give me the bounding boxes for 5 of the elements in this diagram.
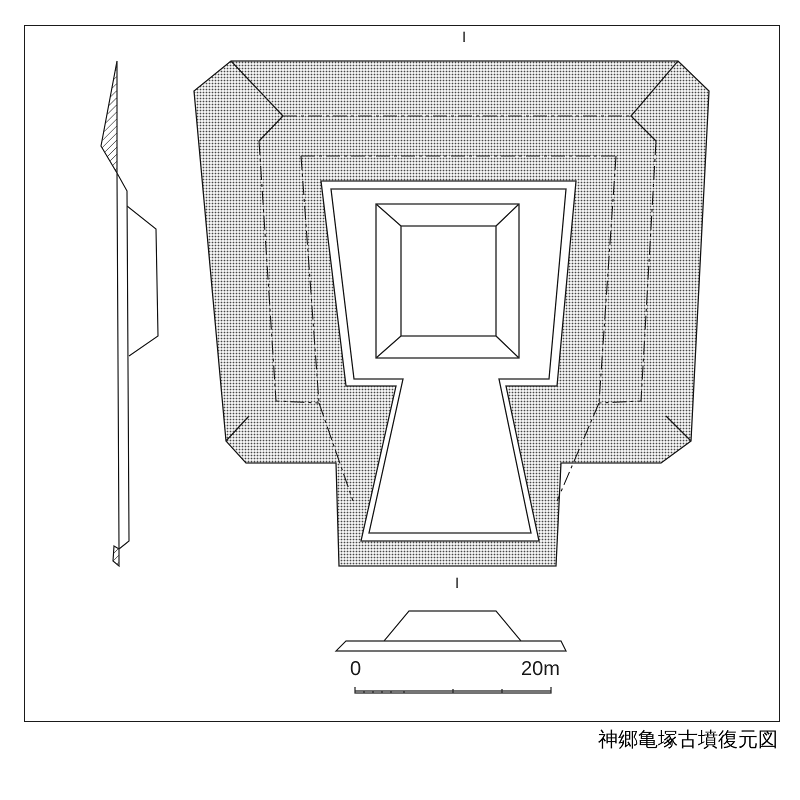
scale-label: 0 (350, 659, 362, 679)
scale-label: 20m (521, 659, 560, 679)
section-mark: I (455, 576, 460, 591)
section-mark: I (462, 30, 466, 45)
figure-caption: 神郷亀塚古墳復元図 (598, 730, 778, 750)
